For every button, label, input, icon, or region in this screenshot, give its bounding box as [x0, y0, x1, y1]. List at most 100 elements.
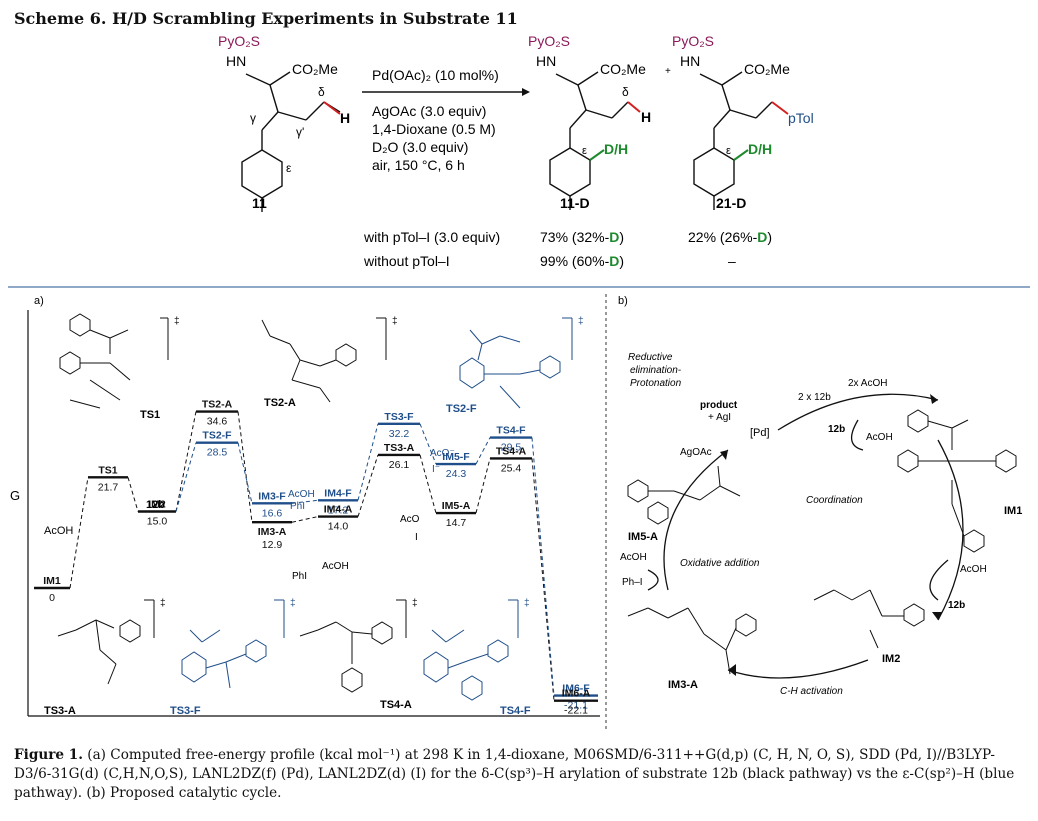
panel-b-label: b)	[618, 295, 628, 307]
ts2a-label: TS2-A	[264, 397, 296, 409]
connector-im3-f-im4-f	[291, 499, 319, 504]
annot-12b: 12b	[146, 499, 165, 511]
cycle-acoh-left: AcOH	[620, 552, 647, 563]
cycle-im3a: IM3-A	[668, 679, 698, 691]
level-name-im3-f: IM3-F	[258, 490, 286, 502]
cycle-agoac: AgOAc	[680, 447, 712, 458]
ts4f-mark: ‡	[524, 598, 530, 609]
ts3f-structure	[181, 629, 267, 689]
connector-ts4-a-im6-a	[531, 458, 555, 701]
level-value-ts3-f: 32.2	[389, 428, 410, 440]
ts4a-label: TS4-A	[380, 699, 412, 711]
product1-delta: δ	[622, 85, 629, 99]
ts2f-label: TS2-F	[446, 403, 477, 415]
level-name-im6-a: IM6-A	[562, 688, 591, 700]
annot-aco: AcO	[400, 514, 420, 525]
connector-ts2-a-im3-a	[237, 411, 253, 523]
cycle-12b: 12b	[828, 424, 845, 435]
level-name-im4-a: IM4-A	[324, 504, 353, 516]
substrate-label: 11	[252, 195, 267, 211]
level-value-ts2-a: 34.6	[207, 416, 228, 428]
connector-ts1-im2	[127, 477, 139, 512]
product1-co2me: CO₂Me	[600, 61, 646, 77]
row1-label: with pTol–I (3.0 equiv)	[363, 229, 500, 245]
level-value-ts4-f: 29.5	[501, 442, 522, 454]
row2-p1: 99% (60%-D)	[540, 253, 624, 269]
annot-acoh-1: AcOH	[44, 525, 73, 537]
product2-hn: HN	[680, 53, 700, 69]
connector-im1-ts1	[69, 477, 89, 589]
cycle-phi-left: Ph–I	[622, 577, 643, 588]
label-epsilon: ε	[286, 161, 292, 175]
im3a-structure	[627, 607, 757, 675]
level-value-im4-f: 17.2	[328, 504, 349, 516]
annot-phi-blue: PhI	[290, 501, 305, 512]
atom-h: H	[340, 110, 350, 126]
ts3a-mark: ‡	[160, 598, 166, 609]
level-name-ts3-f: TS3-F	[384, 411, 414, 423]
condition-5: air, 150 °C, 6 h	[372, 157, 465, 173]
connector-im4-f-ts3-f	[357, 423, 379, 501]
ts2a-mark: ‡	[392, 316, 398, 327]
connector-im5-a-ts4-a	[475, 458, 491, 514]
cycle-product: product	[700, 400, 738, 411]
level-value-im5-f: 24.3	[446, 468, 467, 480]
row2-p2: –	[728, 253, 736, 269]
connector-ts3-a-im5-a	[419, 454, 437, 514]
group-co2me: CO₂Me	[292, 61, 338, 77]
im2-structure	[813, 589, 925, 649]
level-name-im5-f: IM5-F	[442, 451, 470, 463]
caption-bold: Figure 1.	[14, 747, 83, 763]
level-name-ts1: TS1	[98, 464, 117, 476]
cycle-agi: + AgI	[708, 412, 731, 423]
level-name-im3-a: IM3-A	[258, 526, 287, 538]
figure-caption: Figure 1. (a) Computed free-energy profi…	[14, 746, 1024, 803]
catalytic-cycle: b) Reductive elimination- Protonation pr…	[618, 295, 1022, 697]
product1-hn: HN	[536, 53, 556, 69]
ts3f-mark: ‡	[290, 598, 296, 609]
energy-connectors	[69, 411, 555, 701]
scheme-title: Scheme 6. H/D Scrambling Experiments in …	[14, 9, 518, 28]
ts2f-structure	[459, 329, 561, 409]
connector-ts2-f-im3-f	[237, 442, 253, 504]
product2-label: 21-D	[716, 195, 746, 211]
cycle-acoh: AcOH	[866, 432, 893, 443]
connector-ts4-f-im6-f	[531, 437, 555, 696]
product1-dh: D/H	[604, 141, 628, 157]
level-value-ts2-f: 28.5	[207, 447, 228, 459]
annot-i-minus: I⁻	[432, 464, 440, 475]
label-gamma-prime: γ'	[296, 125, 304, 139]
product1-epsilon: ε	[582, 145, 587, 157]
label-delta: δ	[318, 85, 325, 99]
ts4a-mark: ‡	[412, 598, 418, 609]
ts4f-label: TS4-F	[500, 705, 531, 717]
connector-im3-a-im4-a	[291, 516, 319, 523]
cycle-coordination: Coordination	[806, 495, 863, 506]
level-value-im6-a: -22.1	[564, 705, 588, 717]
level-name-ts4-a: TS4-A	[496, 445, 527, 457]
connector-im4-a-ts3-a	[357, 454, 379, 517]
level-value-im4-a: 14.0	[328, 521, 349, 533]
energy-levels: IM10TS121.7IM215.0TS2-A34.6TS2-F28.5IM3-…	[34, 399, 598, 717]
annot-phi-black: PhI	[292, 571, 307, 582]
product1-label: 11-D	[560, 195, 590, 211]
product2-pyo2s: PyO₂S	[672, 33, 714, 49]
level-name-im4-f: IM4-F	[324, 487, 352, 499]
cycle-ch-activation: C-H activation	[780, 686, 843, 697]
im5a-structure	[627, 465, 741, 525]
level-value-ts3-a: 26.1	[389, 459, 410, 471]
annot-i: I	[415, 532, 418, 543]
condition-4: D₂O (3.0 equiv)	[372, 139, 468, 155]
ts3f-label: TS3-F	[170, 705, 201, 717]
group-pyo2s: PyO₂S	[218, 33, 260, 49]
level-value-im2: 15.0	[147, 516, 168, 528]
ts1-label: TS1	[140, 409, 160, 421]
level-name-im1: IM1	[43, 575, 61, 587]
connector-im2-ts2-f	[175, 442, 197, 512]
level-name-im2: IM2	[148, 499, 166, 511]
annot-aco-minus: AcO⁻	[430, 448, 455, 459]
condition-3: 1,4-Dioxane (0.5 M)	[372, 121, 496, 137]
level-name-ts3-a: TS3-A	[384, 442, 415, 454]
cycle-reductive-1: Reductive	[628, 352, 673, 363]
ts2a-structure	[261, 319, 357, 403]
